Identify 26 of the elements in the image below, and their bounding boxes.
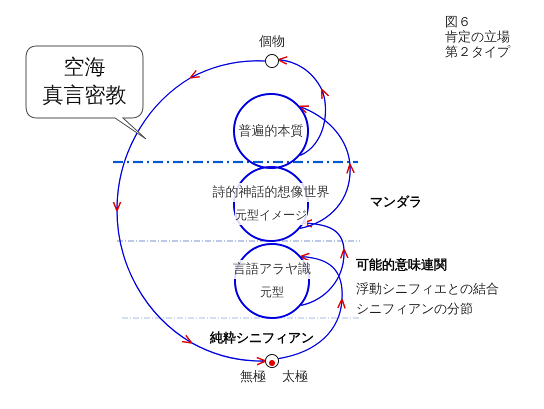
node-title: 言語アラヤ識	[233, 260, 311, 279]
annotation-label: 浮動シニフィエとの結合	[356, 282, 499, 297]
small-circle	[265, 354, 279, 368]
node-caption: 無極	[240, 370, 266, 384]
loop-arrow	[300, 219, 349, 306]
node-title: 詩的神話的想像世界	[212, 183, 330, 202]
annotation-label: 純粋シニフィアン	[210, 331, 314, 346]
annotation-label: 可能的意味連関	[356, 258, 447, 273]
figure-caption: 肯定の立場	[445, 30, 510, 45]
figure-caption: 図６	[445, 15, 471, 30]
node-subtitle: 元型イメージ	[235, 206, 307, 225]
loop-arrow	[112, 60, 266, 366]
figure-caption: 第２タイプ	[445, 45, 510, 60]
loop-arrow	[278, 252, 346, 360]
loop-arrow	[278, 56, 330, 156]
loop-arrow	[300, 105, 355, 230]
bubble-text: 空海	[62, 54, 106, 81]
annotation-label: マンダラ	[370, 195, 422, 210]
node-caption: 個物	[259, 34, 285, 50]
bubble-text: 真言密教	[42, 82, 128, 109]
circle-node	[233, 93, 309, 169]
annotation-label: シニフィアンの分節	[356, 302, 473, 317]
node-title: 普遍的本質	[238, 122, 304, 140]
small-circle	[265, 54, 279, 68]
node-caption: 太極	[282, 370, 308, 384]
circle-node	[234, 243, 310, 319]
